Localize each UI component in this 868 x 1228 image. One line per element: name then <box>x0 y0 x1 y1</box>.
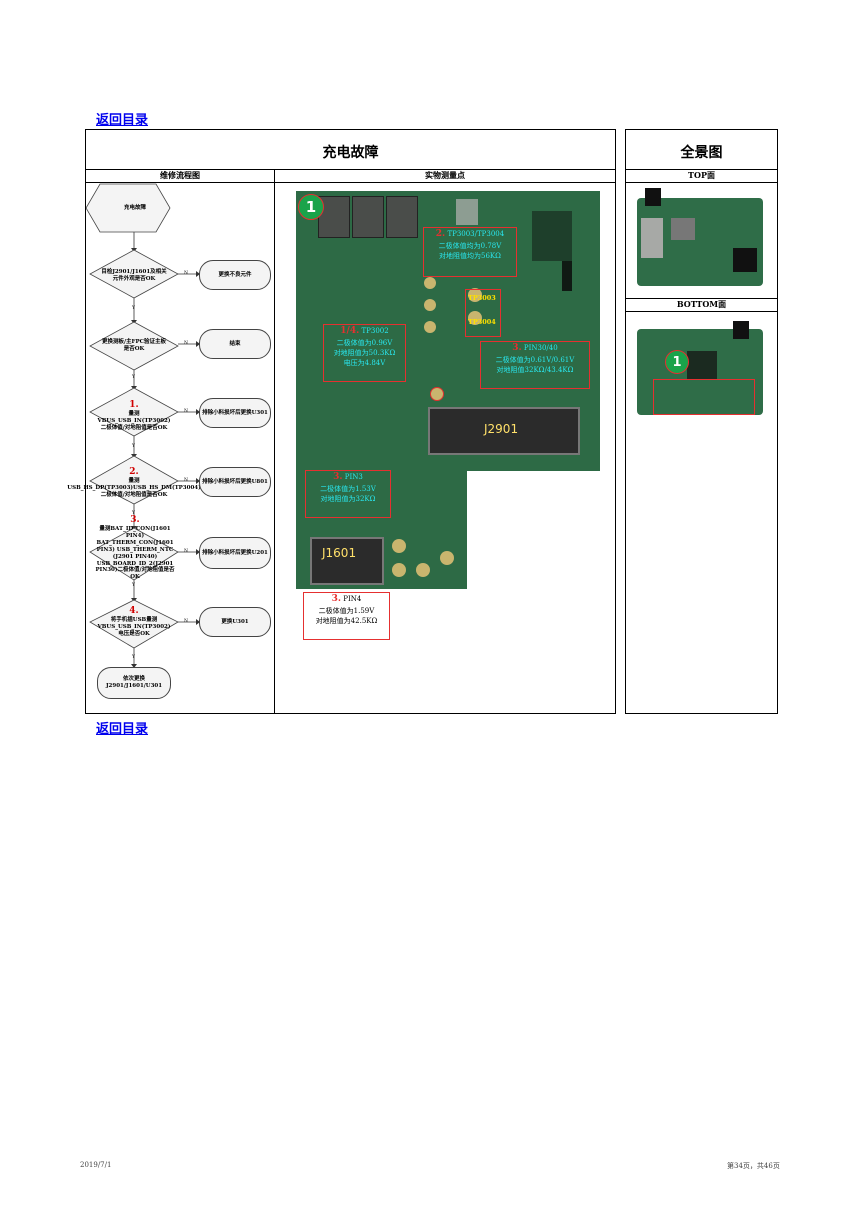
top-label-row <box>626 169 777 183</box>
bottom-overview-image <box>637 321 763 417</box>
flow-step-4-num: 2. <box>129 467 139 478</box>
main-panel-title: 充电故障 <box>322 145 379 161</box>
top-overview-image <box>637 188 763 286</box>
flow-step-3-num: 1. <box>129 400 139 411</box>
flow-action-3: 排除小料损坏后更换U301 <box>199 398 271 428</box>
annotation-pin3040: 3. PIN30/40 二极体值为0.61V/0.61V 对地阻值32KΩ/43… <box>480 341 590 389</box>
flow-step-6-text: 将手机插USB量测VBUS_USB_IN(TP3002)电压是否OK <box>97 617 171 638</box>
flow-action-5: 排除小料损坏后更换U201 <box>199 537 271 569</box>
footer-page-number: 第34页，共46页 <box>727 1162 780 1170</box>
flow-step-5-text: 量测BAT_ID_CON(J1601 PIN4) BAT_THERM_CON(J… <box>95 526 175 581</box>
flow-action-4: 排除小料损坏后更换U801 <box>199 467 271 497</box>
flow-step-3: 1. 量测VBUS_USB_IN(TP3002)二极体值/对地阻值是否OK <box>96 392 172 440</box>
back-to-toc-link-top[interactable]: 返回目录 <box>96 113 149 128</box>
bottom-label: BOTTOM面 <box>676 299 727 309</box>
yes-label-6: Y <box>132 655 135 660</box>
top-label: TOP面 <box>688 170 715 180</box>
footer-date: 2019/7/1 <box>80 1161 112 1169</box>
yes-label-2: Y <box>132 375 135 380</box>
flow-column-header: 维修流程图 <box>160 170 200 180</box>
flow-step-5-num: 3. <box>130 514 140 525</box>
yes-label-1: Y <box>132 306 135 311</box>
j2901-label: J2901 <box>484 422 519 436</box>
yes-label-3: Y <box>132 444 135 449</box>
annotation-pin4: 3. PIN4 二极体值为1.59V 对地阻值为42.5KΩ <box>303 592 390 640</box>
flow-step-4-text: 量测USB_HS_DP(TP3003)USB_HS_DM(TP3004)二极体值… <box>67 478 201 499</box>
photo-column-header: 实物测量点 <box>425 170 465 180</box>
flow-step-1-text: 目检J2901/J1601及相关元件外观是否OK <box>101 269 167 282</box>
flow-step-6: 4. 将手机插USB量测VBUS_USB_IN(TP3002)电压是否OK <box>96 600 172 644</box>
j2901-connector <box>428 407 580 455</box>
flow-end: 依次更换J2901/J1601/U301 <box>97 667 171 699</box>
yes-label-5: Y <box>132 583 135 588</box>
no-label-1: N <box>184 271 188 276</box>
no-label-4: N <box>184 478 188 483</box>
yes-label-4: Y <box>132 511 135 516</box>
j1601-connector <box>310 537 384 585</box>
side-panel-title: 全景图 <box>680 145 723 161</box>
testpoint-tp3003: TP3003 <box>468 294 496 302</box>
no-label-5: N <box>184 549 188 554</box>
pcb-photo-lower <box>296 471 467 589</box>
flow-action-6: 更换U301 <box>199 607 271 637</box>
annotation-tp3003: 2. TP3003/TP3004 二极体值均为0.78V 对地阻值均为56KΩ <box>423 227 517 277</box>
back-to-toc-link-bottom[interactable]: 返回目录 <box>96 722 149 737</box>
marker-1-main: 1 <box>298 194 324 220</box>
header-divider <box>86 169 615 183</box>
no-label-3: N <box>184 409 188 414</box>
testpoint-tp3004: TP3004 <box>468 318 496 326</box>
bottom-highlight-box <box>653 379 755 415</box>
pcb-photo-main <box>296 191 600 471</box>
bottom-label-row <box>626 298 777 312</box>
flowchart-connectors <box>86 183 200 668</box>
flow-step-3-text: 量测VBUS_USB_IN(TP3002)二极体值/对地阻值是否OK <box>97 411 171 432</box>
flow-step-2-text: 更换测板/主FPC验证主板是否OK <box>102 339 166 352</box>
annotation-tp3002: 1/4. TP3002 二极体值为0.96V 对地阻值为50.3KΩ 电压为4.… <box>323 324 406 382</box>
flow-step-5: 3. 量测BAT_ID_CON(J1601 PIN4) BAT_THERM_CO… <box>92 510 178 586</box>
no-label-2: N <box>184 341 188 346</box>
flow-step-6-num: 4. <box>129 606 139 617</box>
column-divider <box>274 169 275 713</box>
marker-1-overview: 1 <box>665 350 689 374</box>
flow-step-4: 2. 量测USB_HS_DP(TP3003)USB_HS_DM(TP3004)二… <box>67 460 200 506</box>
j1601-label: J1601 <box>322 546 357 560</box>
flow-start: 充电故障 <box>123 204 146 211</box>
flow-action-1: 更换不良元件 <box>199 260 271 290</box>
testpoint-box <box>465 289 501 337</box>
flow-action-2: 结束 <box>199 329 271 359</box>
annotation-pin3: 3. PIN3 二极体值为1.53V 对地阻值为32KΩ <box>305 470 391 518</box>
no-label-6: N <box>184 619 188 624</box>
